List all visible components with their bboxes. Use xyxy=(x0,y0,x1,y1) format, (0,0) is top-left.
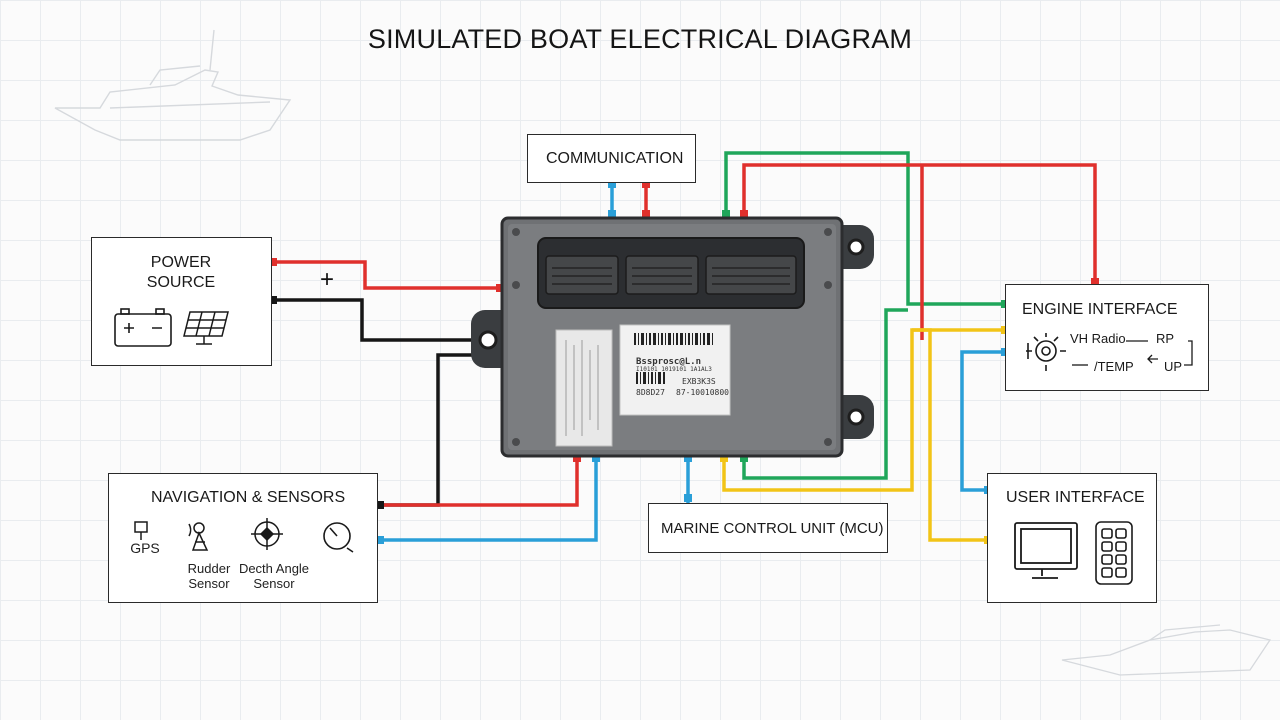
diagram-title: SIMULATED BOAT ELECTRICAL DIAGRAM xyxy=(367,24,913,54)
wire-yellow-engine xyxy=(722,328,1005,492)
depth-sensor-icon xyxy=(251,518,283,550)
engine-row2-label: /TEMP xyxy=(1094,359,1134,374)
depth-angle-sensor-label: Decth Angle Sensor xyxy=(238,561,310,591)
engine-interface-box: ENGINE INTERFACE VH Radio RP /TEMP UP xyxy=(1005,284,1209,391)
wire-power-positive xyxy=(272,260,500,290)
mcu-label: MARINE CONTROL UNIT (MCU) xyxy=(661,520,884,537)
solar-panel-icon xyxy=(183,311,229,345)
engine-row1-label: VH Radio xyxy=(1070,331,1126,346)
rudder-sensor-icon xyxy=(188,522,209,551)
user-interface-box: USER INTERFACE xyxy=(987,473,1157,603)
mcu-box: MARINE CONTROL UNIT (MCU) xyxy=(648,503,888,553)
ecu-line3: EXB3K3S xyxy=(682,377,716,386)
keypad-icon xyxy=(1095,521,1133,585)
wire-green-bottom xyxy=(742,308,908,480)
gps-label: GPS xyxy=(130,540,160,556)
communication-box: COMMUNICATION xyxy=(527,134,696,183)
power-plus-symbol: + xyxy=(320,266,335,293)
monitor-icon xyxy=(1014,522,1078,579)
wire-nav-ground xyxy=(380,353,500,507)
ecu-line1: I10101 1019101 1A1AL3 xyxy=(636,366,712,373)
engine-signal-arrows xyxy=(1072,340,1193,366)
gauge-icon xyxy=(323,522,354,553)
boat-watermark-icon xyxy=(54,29,292,141)
power-source-label: POWER SOURCE xyxy=(146,254,216,291)
wire-blue-engine xyxy=(960,350,1005,492)
wire-power-ground xyxy=(272,298,500,342)
battery-icon xyxy=(114,308,172,347)
wire-green-engine xyxy=(724,151,1005,306)
engine-row1-right: RP xyxy=(1156,331,1175,346)
wire-nav-blue xyxy=(380,458,598,542)
wire-red-engine xyxy=(742,163,1097,284)
engine-row2-right: UP xyxy=(1164,359,1183,374)
engine-interface-label: ENGINE INTERFACE xyxy=(1022,301,1178,318)
ecu-line2: 8D8D27 xyxy=(636,388,665,397)
rudder-sensor-label: Rudder Sensor xyxy=(187,561,231,591)
ecu-line4: 87-10010800 xyxy=(676,388,729,397)
navigation-sensors-box: NAVIGATION & SENSORS GPS Rudder Sensor D… xyxy=(108,473,378,603)
wire-yellow-ui xyxy=(912,328,988,542)
ecu-module-icon xyxy=(471,216,874,458)
wire-nav-red xyxy=(380,458,579,507)
communication-label: COMMUNICATION xyxy=(546,150,684,167)
ecu-brand-label: Bssprosc@L.n xyxy=(636,357,702,367)
user-interface-label: USER INTERFACE xyxy=(1006,489,1145,506)
gps-icon xyxy=(134,521,148,540)
navigation-label: NAVIGATION & SENSORS xyxy=(151,489,346,506)
power-source-box: POWER SOURCE xyxy=(91,237,272,366)
boat-watermark-small-icon xyxy=(1061,624,1272,676)
engine-icon xyxy=(1026,333,1066,371)
